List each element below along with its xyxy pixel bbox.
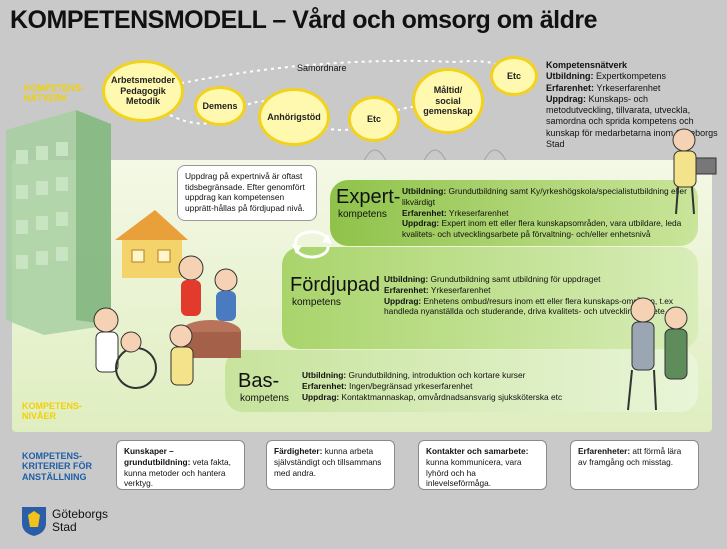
logo-wordmark: Göteborgs Stad (52, 508, 108, 533)
bubble-text: Etc (366, 113, 381, 124)
criteria-label: Kunskaper – grundutbildning: (124, 446, 191, 467)
criteria-text: kunna kommunicera, vara lyhörd och ha in… (426, 456, 522, 489)
bas-panel (225, 350, 698, 412)
levels-section-label: KOMPETENS- NIVÅER (22, 401, 83, 422)
desc-label: Utbildning: (402, 186, 447, 196)
criteria-text: veta fakta, kunna metoder och hantera ve… (124, 456, 231, 489)
logo-line1: Göteborgs (52, 507, 109, 521)
info-label: Utbildning: (546, 71, 594, 82)
desc-label: Uppdrag: (402, 218, 440, 229)
expert-title: Expert- (336, 186, 401, 208)
bubble-text: Pedagogik (120, 85, 166, 96)
cycle-arrows-icon (292, 230, 332, 259)
house-illustration (115, 210, 188, 278)
criteria-label-line2: KRITERIER FÖR (22, 461, 93, 472)
goteborg-crest-icon (22, 507, 46, 536)
levels-label-line2: NIVÅER (22, 410, 57, 421)
expert-heading: Expert- kompetens (336, 186, 400, 220)
bas-description: Utbildning: Grundutbildning, introduktio… (302, 370, 622, 402)
bubble-text: Metodik (125, 96, 160, 107)
bas-heading: Bas- kompetens (238, 370, 289, 404)
desc-value: Grundutbildning, introduktion och kortar… (348, 370, 526, 380)
desc-value: Grundutbildning samt Ky/yrkeshögskola/sp… (402, 186, 687, 207)
network-info: Kompetensnätverk Utbildning: Expertkompe… (546, 60, 718, 150)
desc-value: Grundutbildning samt utbildning för uppd… (430, 274, 601, 284)
desc-label: Erfarenhet: (384, 284, 429, 295)
bubble-text: Arbetsmetoder (110, 75, 175, 86)
people-illustration-left (93, 255, 241, 389)
criteria-label: Kontakter och samarbete: (426, 446, 529, 456)
info-value: Expertkompetens (596, 71, 667, 82)
desc-label: Erfarenhet: (402, 207, 447, 218)
fordjupad-panel (282, 247, 698, 349)
desc-label: Uppdrag: (384, 295, 422, 306)
bas-subtitle: kompetens (240, 393, 289, 404)
info-label: Erfarenhet: (546, 82, 595, 93)
criteria-box-fardigheter: Färdigheter: kunna arbeta självständigt … (266, 440, 395, 490)
criteria-box-kunskaper: Kunskaper – grundutbildning: veta fakta,… (116, 440, 245, 490)
desc-value: Yrkeserfarenhet (448, 207, 509, 218)
criteria-label: Färdigheter: (274, 446, 323, 456)
fordjupad-description: Utbildning: Grundutbildning samt utbildn… (384, 274, 684, 317)
fordjupad-heading: Fördjupad kompetens (290, 274, 380, 308)
bubble-text: gemenskap (423, 106, 473, 117)
criteria-text: att förmå lära av framgång och misstag. (578, 446, 682, 467)
desc-value: Ingen/begränsad yrkeserfarenhet (349, 380, 473, 391)
criteria-label-line3: ANSTÄLLNING (22, 471, 87, 482)
building-illustration (6, 110, 111, 335)
logo-line2: Stad (52, 519, 77, 534)
fordjupad-title: Fördjupad (290, 274, 381, 296)
criteria-section-label: KOMPETENS- KRITERIER FÖR ANSTÄLLNING (22, 451, 92, 482)
criteria-box-erfarenheter: Erfarenheter: att förmå lära av framgång… (570, 440, 699, 490)
desc-value: Expert inom ett eller flera kunskapsområ… (402, 218, 682, 239)
people-illustration-right (627, 297, 688, 411)
bubble-text: Demens (202, 100, 238, 111)
expert-description: Utbildning: Grundutbildning samt Ky/yrke… (402, 186, 694, 240)
expert-subtitle: kompetens (338, 209, 387, 220)
expert-panel (330, 180, 698, 246)
info-value: Yrkeserfarenhet (596, 82, 661, 93)
samordnare-label: Samordnare (297, 63, 347, 73)
criteria-label: Erfarenheter: (578, 446, 631, 456)
network-label-line2: NÄTVERK (24, 92, 68, 103)
speech-bubble: Uppdrag på expertnivå är oftast tidsbegr… (177, 165, 317, 221)
network-bubble-etc-2: Etc (490, 56, 538, 96)
desc-label: Uppdrag: (302, 391, 340, 402)
criteria-text: kunna arbeta självständigt och tillsamma… (274, 446, 382, 478)
bas-title: Bas- (238, 370, 280, 392)
desc-value: Kontaktmannaskap, omvårdnadsansvarig sju… (341, 391, 563, 402)
bubble-text: social (435, 95, 461, 106)
desc-label: Erfarenhet: (302, 380, 347, 391)
network-bubble-demens: Demens (194, 86, 246, 126)
desc-value: Enhetens ombud/resurs inom ett eller fle… (384, 295, 674, 317)
network-bubble-anhorigstod: Anhörigstöd (258, 88, 330, 146)
bubble-text: Anhörigstöd (267, 111, 321, 122)
fordjupad-subtitle: kompetens (292, 297, 341, 308)
desc-label: Utbildning: (384, 274, 429, 284)
person-with-laptop-illustration (672, 128, 717, 215)
page-title: KOMPETENSMODELL – Vård och omsorg om äld… (10, 6, 597, 34)
network-bubble-etc-1: Etc (348, 96, 400, 142)
network-info-title: Kompetensnätverk (546, 60, 628, 70)
levels-label-line1: KOMPETENS- (22, 401, 83, 411)
network-section-label: KOMPETENS- NÄTVERK (24, 83, 85, 104)
bubble-text: Måltid/ (433, 85, 463, 96)
network-label-line1: KOMPETENS- (24, 83, 85, 93)
bubble-text: Etc (506, 70, 521, 81)
info-label: Uppdrag: (546, 93, 586, 104)
criteria-label-line1: KOMPETENS- (22, 451, 83, 461)
desc-label: Utbildning: (302, 370, 347, 380)
criteria-box-kontakter: Kontakter och samarbete: kunna kommunice… (418, 440, 547, 490)
info-value: Kunskaps- och metodutveckling, tillvarat… (546, 93, 718, 149)
desc-value: Yrkeserfarenhet (430, 284, 491, 295)
